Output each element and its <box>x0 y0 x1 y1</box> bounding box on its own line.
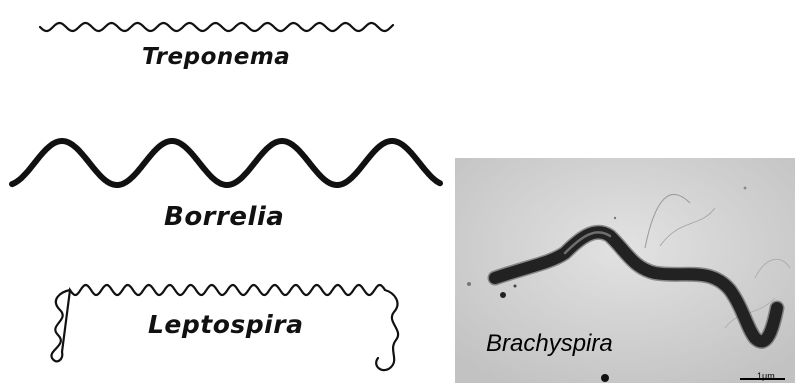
treponema-shape <box>40 23 393 31</box>
leptospira-label: Leptospira <box>148 310 303 339</box>
scale-bar-label: 1μm <box>757 371 775 381</box>
borrelia-label: Borrelia <box>164 202 284 232</box>
treponema-label: Treponema <box>142 44 290 70</box>
brachyspira-label: Brachyspira <box>486 330 613 358</box>
borrelia-shape <box>12 141 440 185</box>
brachyspira-micrograph: Brachyspira 1μm <box>455 158 795 383</box>
